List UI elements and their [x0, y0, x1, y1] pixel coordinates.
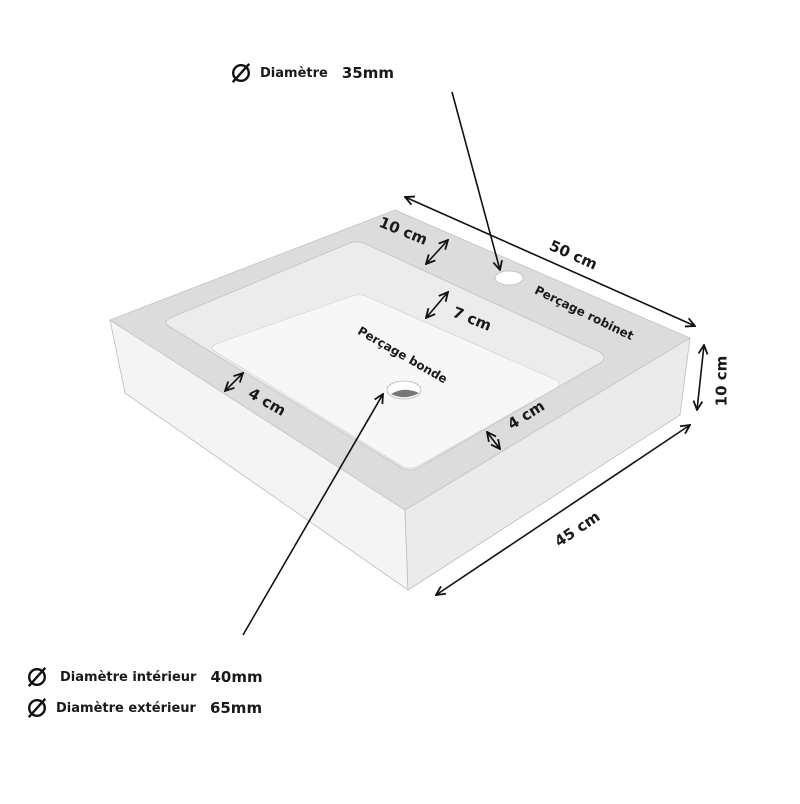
- height-arrow: [697, 345, 704, 410]
- width-arrow: [436, 425, 690, 595]
- tap-diameter-value: 35mm: [341, 64, 394, 82]
- drain-outer-diameter-spec: Diamètre extérieur 65mm: [26, 697, 262, 719]
- step-arrow: [426, 292, 448, 318]
- drain-inner-diameter-value: 40mm: [210, 668, 263, 686]
- tap-leader-line: [451, 91, 500, 270]
- drain-hole: [386, 380, 422, 400]
- drain-leader-line: [242, 394, 383, 636]
- diameter-icon: [231, 63, 251, 83]
- length-arrow: [405, 197, 695, 326]
- tap-diameter-label: Diamètre: [260, 65, 328, 81]
- height-label: 10 cm: [712, 355, 731, 407]
- drain-outer-diameter-label: Diamètre extérieur: [56, 700, 196, 716]
- tap-hole: [494, 270, 524, 286]
- drain-inner-diameter-spec: Diamètre intérieur 40mm: [26, 666, 263, 688]
- diameter-icon: [27, 698, 47, 718]
- left-rim-arrow: [225, 373, 243, 391]
- drain-outer-diameter-value: 65mm: [209, 699, 263, 717]
- diameter-icon: [27, 667, 47, 687]
- tap-diameter-spec: Diamètre 35mm: [230, 62, 394, 84]
- front-rim-arrow: [487, 432, 500, 449]
- back-rim-arrow: [426, 240, 448, 264]
- drain-inner-diameter-label: Diamètre intérieur: [60, 669, 197, 685]
